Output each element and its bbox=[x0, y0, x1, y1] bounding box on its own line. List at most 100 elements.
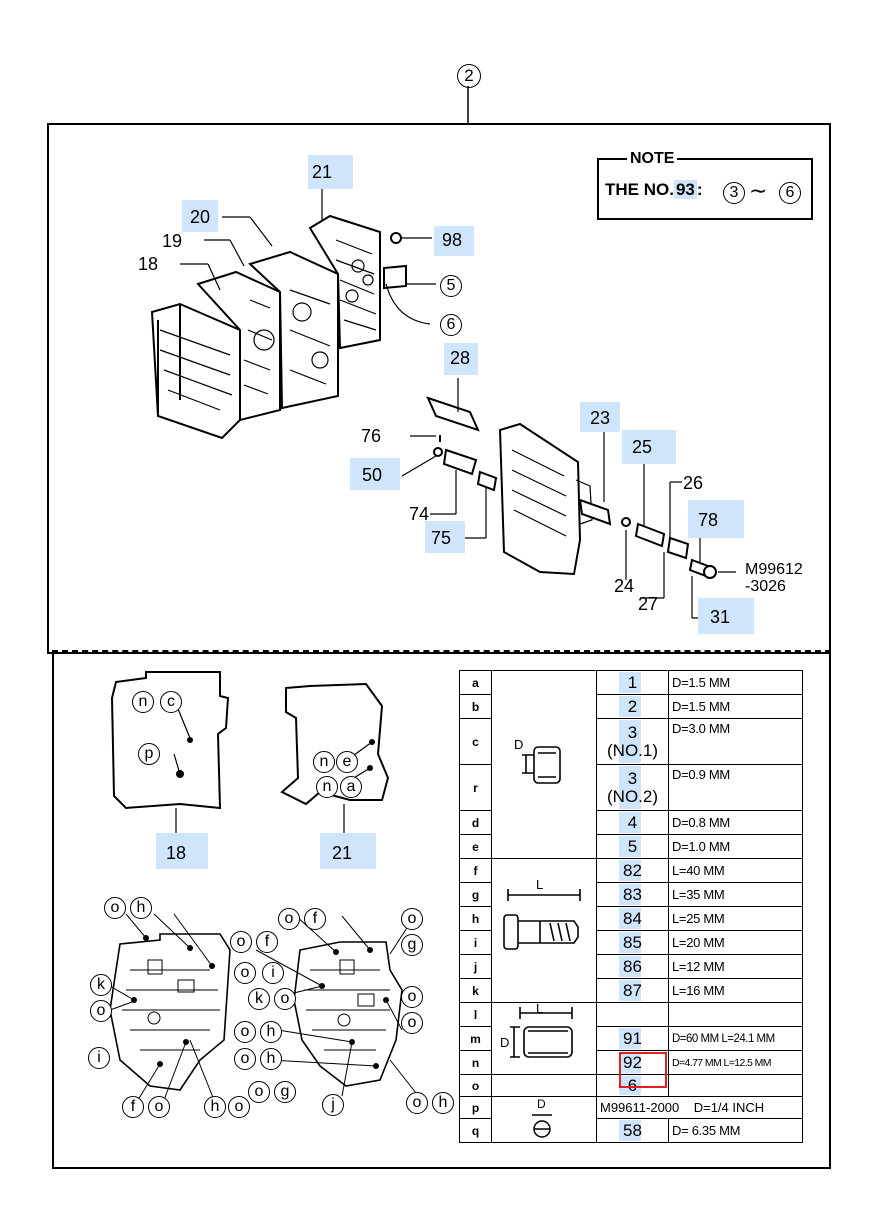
label-25: 25 bbox=[632, 437, 653, 457]
plate21-label-highlight bbox=[320, 833, 376, 869]
part-no-selected: 92 bbox=[623, 1052, 642, 1072]
header-leader-line bbox=[467, 86, 469, 124]
part-dim: D=4.77 MM L=12.5 MM bbox=[668, 1050, 803, 1075]
label-31: 31 bbox=[710, 607, 731, 627]
assy-marker-j: j bbox=[322, 1094, 344, 1116]
part-dim: L=16 MM bbox=[668, 978, 803, 1003]
assy-marker-g1: g bbox=[274, 1081, 296, 1103]
part-dim: L=25 MM bbox=[668, 906, 803, 931]
row-key: d bbox=[459, 810, 492, 835]
assy-marker-o7: o bbox=[234, 962, 256, 984]
row-key: e bbox=[459, 834, 492, 859]
assy-marker-o9: o bbox=[234, 1021, 256, 1043]
assy-marker-o2: o bbox=[90, 1000, 112, 1022]
assy-marker-i1: i bbox=[88, 1047, 110, 1069]
label-76: 76 bbox=[361, 426, 382, 446]
label-98-highlight bbox=[434, 226, 474, 256]
ref-number-circle: 2 bbox=[457, 64, 481, 88]
label-74: 74 bbox=[409, 504, 430, 524]
part-no: 3 bbox=[627, 722, 638, 742]
assy-marker-h4: h bbox=[260, 1048, 282, 1070]
part-dim: D=1.0 MM bbox=[668, 834, 803, 859]
assy-marker-k2: k bbox=[248, 988, 270, 1010]
part-dim: D=0.9 MM bbox=[668, 764, 803, 811]
label-75: 75 bbox=[431, 528, 452, 548]
note-number: 93 bbox=[673, 180, 697, 199]
row-key: h bbox=[459, 906, 492, 931]
label-98: 98 bbox=[442, 230, 463, 250]
plate18-marker-p: p bbox=[138, 743, 160, 765]
assy-marker-o5: o bbox=[278, 908, 300, 930]
label-5-circle: 5 bbox=[440, 275, 462, 297]
label-m-part-1: M99612 bbox=[745, 561, 803, 578]
label-27: 27 bbox=[638, 594, 659, 614]
row-key: f bbox=[459, 858, 492, 883]
bottom-panel-frame bbox=[52, 650, 831, 1169]
plate21-label: 21 bbox=[332, 843, 353, 863]
part-dim bbox=[668, 1074, 803, 1097]
label-20-highlight bbox=[182, 200, 218, 232]
note-title: NOTE bbox=[627, 150, 678, 168]
part-no: 3 bbox=[627, 768, 638, 788]
plate18-marker-c: c bbox=[160, 691, 182, 713]
row-key: r bbox=[459, 764, 492, 811]
assy-marker-o4: o bbox=[228, 1096, 250, 1118]
row-key: a bbox=[459, 670, 492, 695]
part-no: 87 bbox=[623, 980, 642, 1000]
assy-marker-h5: h bbox=[432, 1092, 454, 1114]
bolt-drawing-cell: L bbox=[491, 858, 597, 1003]
part-no: 83 bbox=[623, 884, 642, 904]
part-no: 1 bbox=[627, 672, 638, 692]
label-75-highlight bbox=[425, 521, 465, 553]
label-20: 20 bbox=[190, 207, 211, 227]
part-no: 58 bbox=[623, 1120, 642, 1140]
note-range-to: 6 bbox=[779, 182, 801, 204]
part-dim bbox=[668, 1002, 803, 1027]
top-panel-frame bbox=[47, 123, 831, 654]
assy-marker-h1: h bbox=[130, 897, 152, 919]
plate21-marker-n2: n bbox=[316, 776, 338, 798]
assy-marker-k1: k bbox=[90, 974, 112, 996]
pin-drawing-cell: D bbox=[491, 670, 597, 859]
assy-marker-h3: h bbox=[260, 1021, 282, 1043]
row-key: l bbox=[459, 1002, 492, 1027]
part-dim: D=60 MM L=24.1 MM bbox=[668, 1026, 803, 1051]
row-key: o bbox=[459, 1074, 492, 1097]
ball-drawing-cell: D bbox=[491, 1096, 597, 1143]
label-28-highlight bbox=[444, 343, 478, 375]
part-dim: L=35 MM bbox=[668, 882, 803, 907]
part-dim: L=12 MM bbox=[668, 954, 803, 979]
assy-marker-o6: o bbox=[230, 931, 252, 953]
part-no: 6 bbox=[627, 1075, 638, 1095]
row-key: m bbox=[459, 1026, 492, 1051]
sleeve-dim-d: D bbox=[500, 1035, 510, 1050]
label-19: 19 bbox=[162, 231, 183, 251]
label-21: 21 bbox=[312, 162, 333, 182]
label-21-highlight bbox=[308, 155, 353, 189]
part-dim: D=1.5 MM bbox=[668, 694, 803, 719]
assy-marker-o12: o bbox=[401, 908, 423, 930]
label-78: 78 bbox=[698, 510, 719, 530]
row-key: c bbox=[459, 718, 492, 765]
row-key: j bbox=[459, 954, 492, 979]
plate18-label: 18 bbox=[166, 843, 187, 863]
sleeve-dim-l: L bbox=[536, 1001, 544, 1016]
part-dim: L=20 MM bbox=[668, 930, 803, 955]
note-box: NOTE THE NO.93: 3 ∼ 6 bbox=[597, 150, 813, 220]
assy-marker-o1: o bbox=[104, 897, 126, 919]
label-23-highlight bbox=[580, 402, 620, 432]
bolt-dim-l: L bbox=[536, 877, 544, 892]
assy-marker-o11: o bbox=[248, 1081, 270, 1103]
part-dim: L=40 MM bbox=[668, 858, 803, 883]
label-18: 18 bbox=[138, 254, 159, 274]
plate21-marker-n1: n bbox=[313, 751, 335, 773]
part-no: 82 bbox=[623, 860, 642, 880]
row-key: i bbox=[459, 930, 492, 955]
part-no: M99611-2000 bbox=[600, 1100, 680, 1115]
part-no: 91 bbox=[623, 1028, 642, 1048]
part-no: 2 bbox=[627, 696, 638, 716]
ball-dim-d: D bbox=[537, 1097, 546, 1111]
assy-marker-o3: o bbox=[148, 1096, 170, 1118]
assy-marker-o10: o bbox=[234, 1048, 256, 1070]
part-no: 85 bbox=[623, 932, 642, 952]
